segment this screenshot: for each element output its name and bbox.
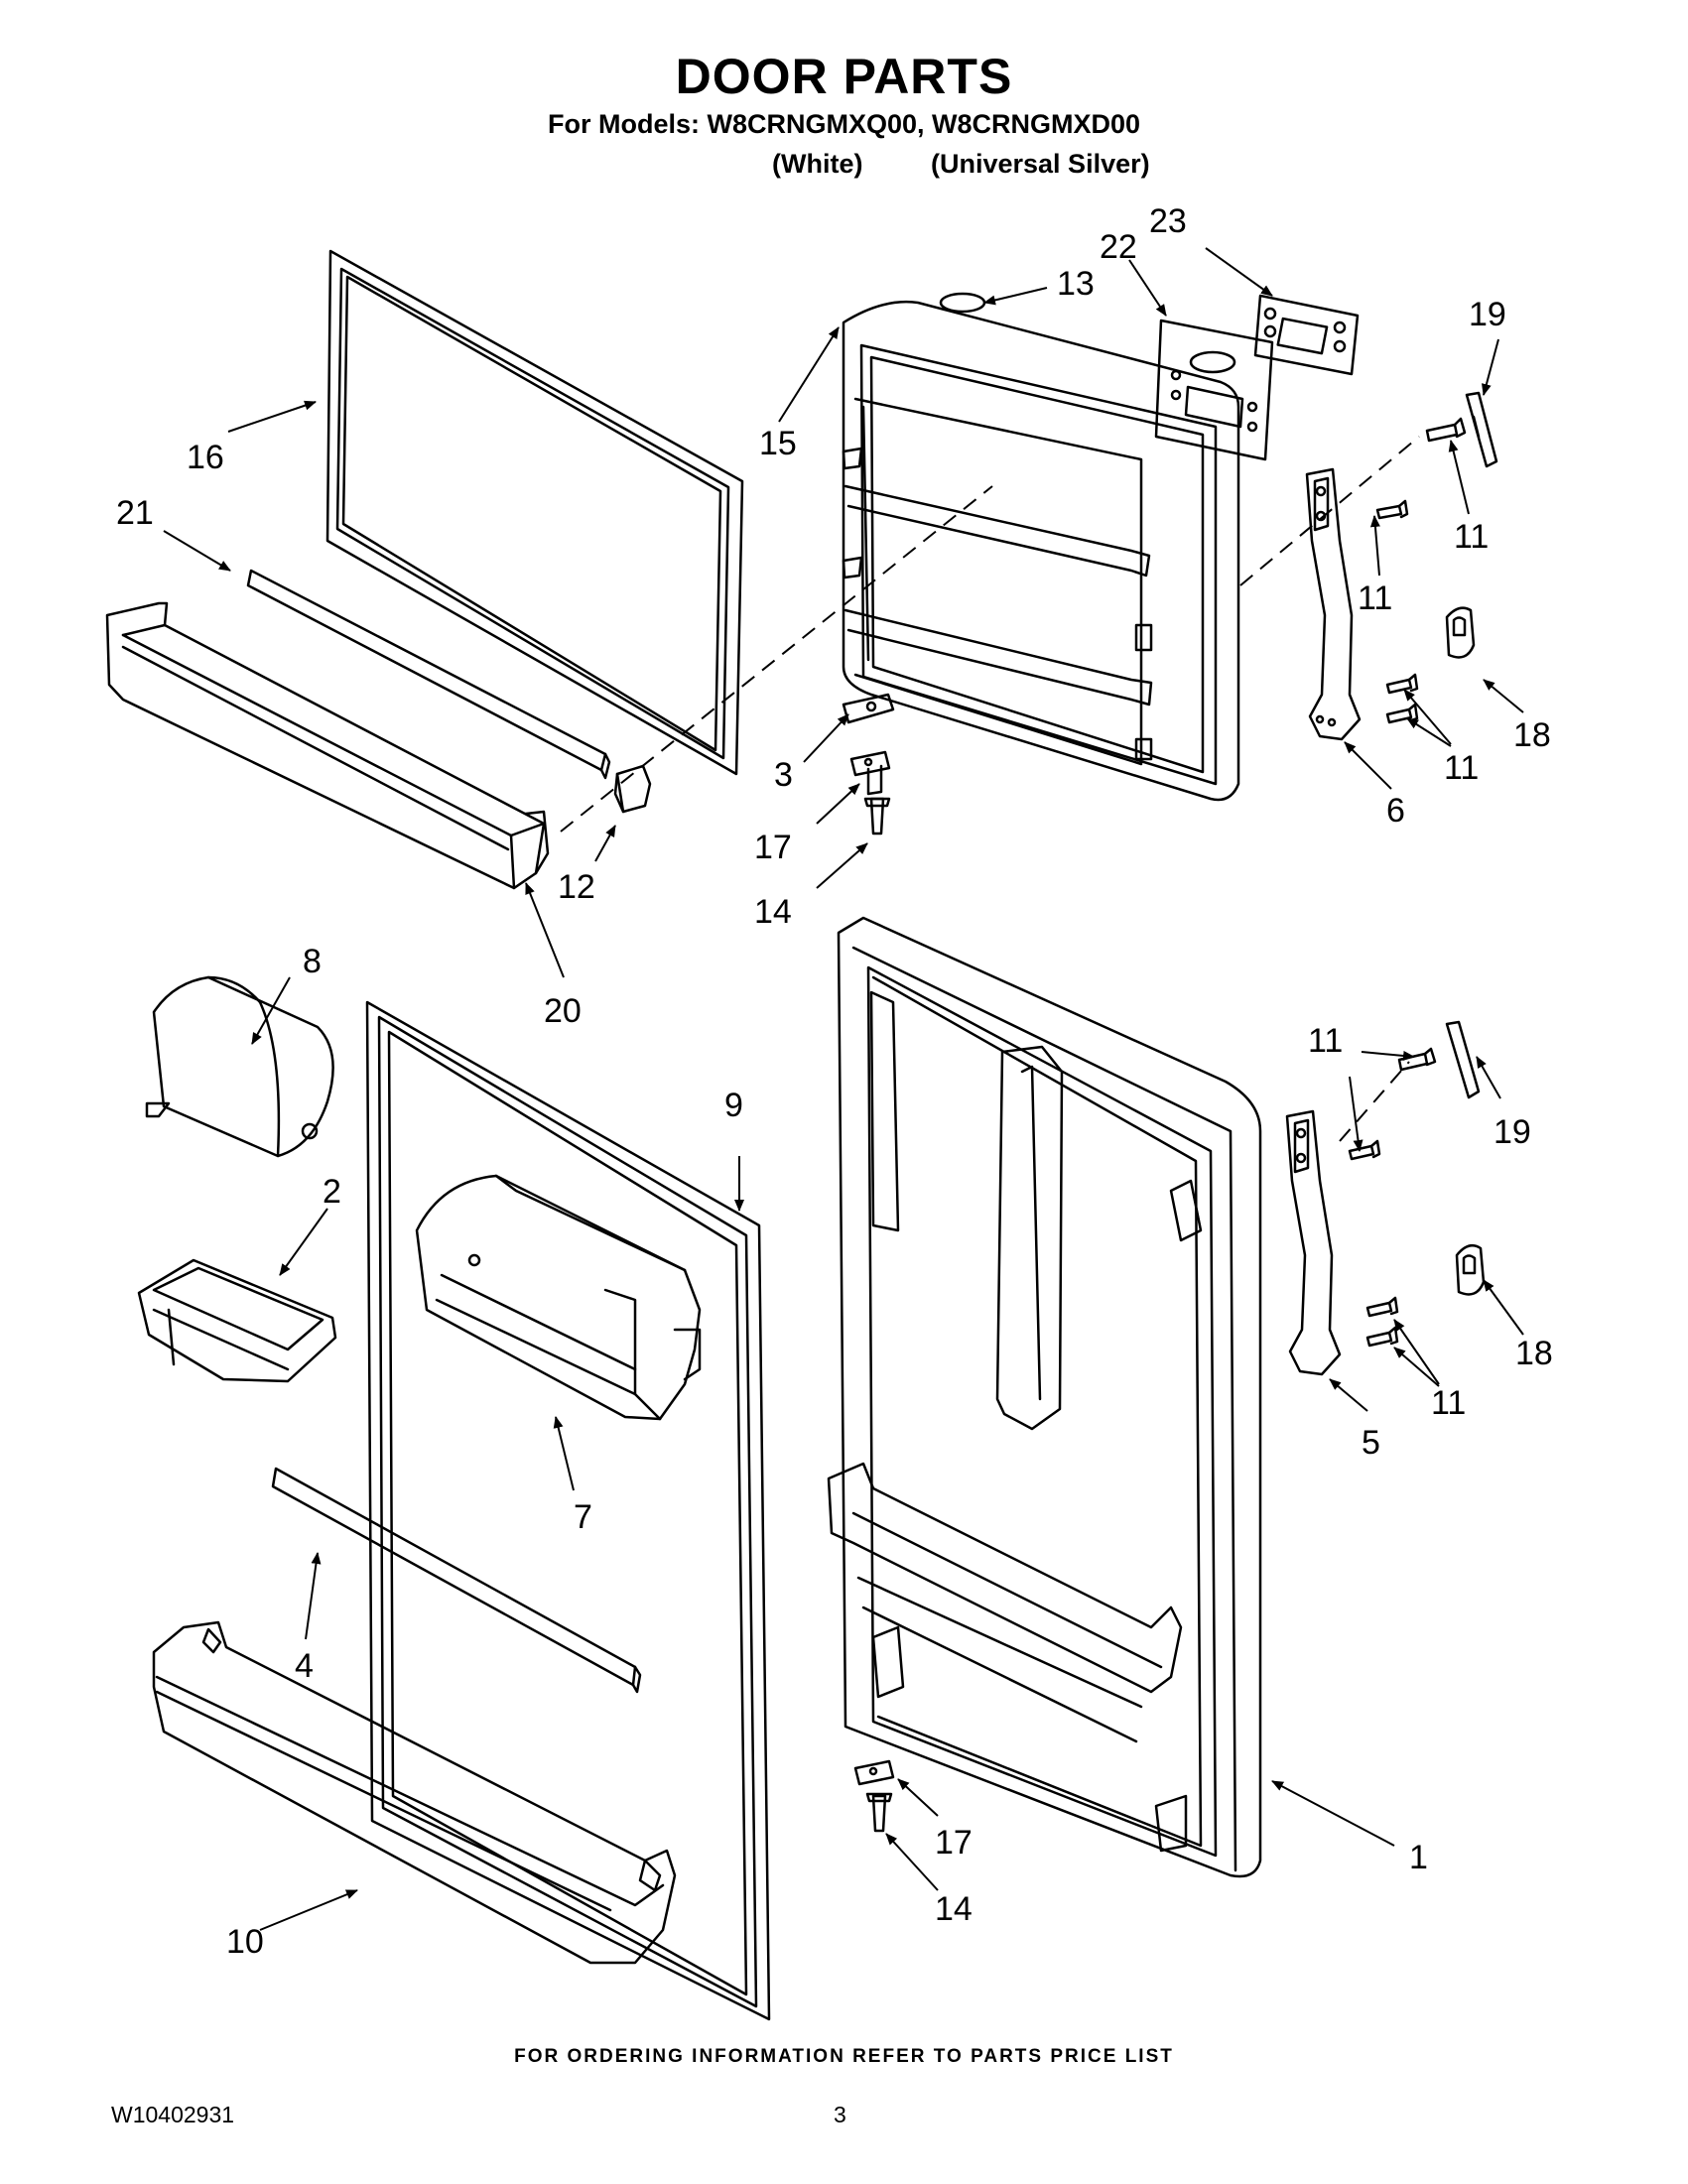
callout-3: 3 bbox=[774, 756, 793, 794]
callout-2: 2 bbox=[323, 1173, 341, 1211]
callout-19: 19 bbox=[1469, 296, 1506, 333]
upper-door-handle bbox=[1305, 467, 1362, 741]
callout-23: 23 bbox=[1149, 202, 1187, 240]
callout-12: 12 bbox=[558, 868, 595, 906]
freezer-shelf-retainer bbox=[246, 569, 611, 780]
callout-8: 8 bbox=[303, 943, 322, 980]
callout-14: 14 bbox=[754, 893, 792, 931]
freezer-door-gasket bbox=[325, 249, 744, 776]
alignment-lines bbox=[560, 436, 1420, 1142]
lower-hinge-parts bbox=[853, 1759, 895, 1833]
callout-5: 5 bbox=[1362, 1424, 1380, 1462]
callout-15: 15 bbox=[759, 425, 797, 462]
freezer-door bbox=[842, 301, 1240, 802]
callout-11: 11 bbox=[1308, 1022, 1343, 1060]
callout-10: 10 bbox=[226, 1923, 264, 1961]
door-stop-lower bbox=[1455, 1243, 1486, 1296]
callout-21: 21 bbox=[116, 494, 154, 532]
callout-1: 1 bbox=[1409, 1839, 1428, 1876]
center-hinge-parts bbox=[842, 693, 895, 835]
callout-16: 16 bbox=[187, 439, 224, 476]
fresh-food-door-gasket bbox=[365, 1000, 771, 2021]
door-bin-small bbox=[137, 1258, 337, 1383]
callout-4: 4 bbox=[295, 1647, 314, 1685]
screws-top bbox=[1375, 417, 1467, 724]
page-title: DOOR PARTS bbox=[675, 49, 1013, 104]
color-white-label: (White) bbox=[772, 149, 863, 179]
model-list: For Models: W8CRNGMXQ00, W8CRNGMXD00 bbox=[547, 109, 1141, 139]
callout-11: 11 bbox=[1358, 579, 1392, 617]
fresh-food-door bbox=[827, 916, 1262, 1878]
fresh-food-shelf-retainer bbox=[271, 1467, 642, 1694]
hinge-cover-top bbox=[1465, 391, 1498, 468]
callout-9: 9 bbox=[724, 1087, 743, 1124]
callout-18: 18 bbox=[1515, 1335, 1553, 1372]
callout-7: 7 bbox=[574, 1498, 592, 1536]
color-silver-label: (Universal Silver) bbox=[931, 149, 1150, 179]
hinge-cover-lower bbox=[1445, 1020, 1481, 1099]
dairy-compartment-door bbox=[145, 975, 334, 1158]
callout-17: 17 bbox=[754, 829, 792, 866]
callout-11: 11 bbox=[1444, 749, 1479, 787]
freezer-door-shelf bbox=[105, 601, 550, 890]
ordering-note: FOR ORDERING INFORMATION REFER TO PARTS … bbox=[514, 2046, 1174, 2067]
door-plug bbox=[939, 292, 986, 314]
control-panel bbox=[1154, 319, 1274, 461]
callout-20: 20 bbox=[544, 992, 582, 1030]
callout-14: 14 bbox=[935, 1890, 973, 1928]
lower-door-handle bbox=[1285, 1109, 1342, 1376]
control-overlay bbox=[1253, 294, 1360, 376]
callout-11: 11 bbox=[1431, 1384, 1466, 1422]
screws-lower bbox=[1348, 1047, 1437, 1348]
callout-6: 6 bbox=[1386, 792, 1405, 830]
callout-22: 22 bbox=[1100, 228, 1137, 266]
callout-19: 19 bbox=[1493, 1113, 1531, 1151]
door-bin-with-cover bbox=[415, 1174, 702, 1421]
callout-11: 11 bbox=[1454, 518, 1489, 556]
callout-18: 18 bbox=[1513, 716, 1551, 754]
door-stop-top bbox=[1445, 606, 1476, 659]
callout-17: 17 bbox=[935, 1824, 973, 1862]
document-number: W10402931 bbox=[111, 2102, 235, 2127]
callout-13: 13 bbox=[1057, 265, 1095, 303]
leader-arrows bbox=[163, 247, 1524, 1931]
page-number: 3 bbox=[834, 2102, 846, 2127]
door-bin-large bbox=[152, 1620, 677, 1965]
